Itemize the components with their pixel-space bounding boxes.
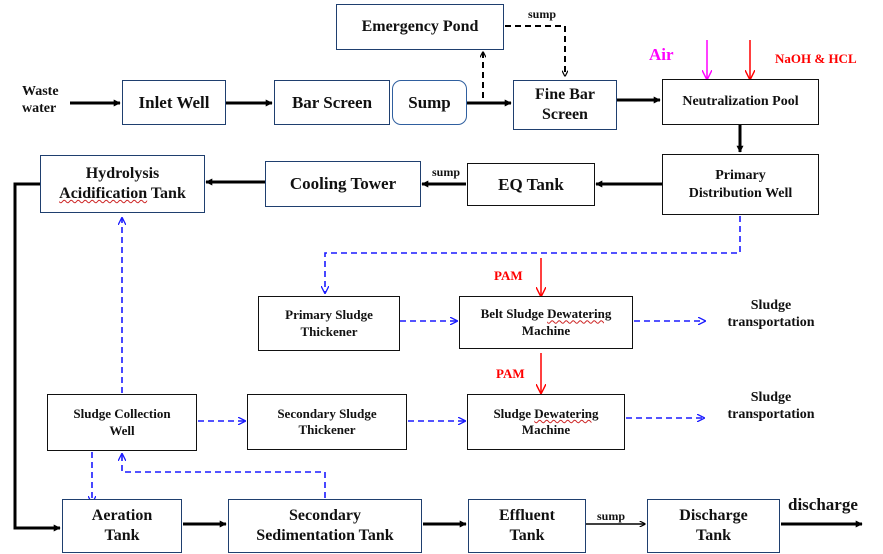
eq-tank-label: EQ Tank: [498, 174, 564, 194]
effluent-tank-box: Effluent Tank: [468, 499, 586, 553]
inlet-well-label: Inlet Well: [138, 92, 210, 112]
emergency-pond-label: Emergency Pond: [361, 18, 479, 35]
sludge-dewatering-line1-a: Sludge: [493, 405, 535, 421]
primary-sludge-thickener-line2: Thickener: [300, 323, 358, 339]
effluent-tank-line2: Tank: [509, 527, 545, 544]
pam-label-1: PAM: [494, 268, 523, 283]
sludge-collection-well-box: Sludge Collection Well: [47, 394, 197, 451]
sludge-transport-2-line1: Sludge: [750, 390, 792, 405]
arrow-hydrolysis-aeration: [13, 182, 61, 532]
secondary-sludge-thickener-box: Secondary Sludge Thickener: [247, 394, 407, 450]
bar-screen-box: Bar Screen: [274, 80, 390, 125]
waste-water-line1: Waste: [22, 84, 59, 99]
discharge-tank-line2: Tank: [696, 527, 731, 544]
cooling-tower-box: Cooling Tower: [265, 161, 421, 207]
primary-distribution-well-box: Primary Distribution Well: [662, 154, 819, 215]
sludge-dewatering-line2: Machine: [521, 422, 571, 437]
fine-bar-screen-line2: Screen: [542, 106, 588, 123]
hydrolysis-line2-a: Acidification: [59, 185, 148, 202]
hydrolysis-line1: Hydrolysis: [85, 165, 160, 182]
primary-distribution-line2: Distribution Well: [688, 185, 793, 201]
sludge-dewatering-machine-box: Sludge Dewatering Machine: [467, 394, 625, 450]
belt-dewatering-line1-b: Dewatering: [547, 306, 612, 322]
effluent-tank-line1: Effluent: [499, 507, 555, 524]
sludge-transport-2: Sludge transportation: [726, 390, 816, 424]
sludge-transport-1-line2: transportation: [727, 314, 815, 330]
sump-effluent-label: sump: [597, 509, 626, 523]
sludge-sedimentation-return: [122, 454, 326, 498]
primary-distribution-line1: Primary: [715, 168, 766, 183]
secondary-sedimentation-line2: Sedimentation Tank: [256, 527, 394, 544]
fine-bar-screen-box: Fine Bar Screen: [513, 80, 617, 130]
bar-screen-label: Bar Screen: [291, 92, 373, 112]
sump-label: Sump: [408, 92, 451, 112]
emergency-pond-box: Emergency Pond: [336, 4, 504, 50]
sludge-collection-line2: Well: [109, 422, 135, 438]
fine-bar-screen-line1: Fine Bar: [535, 86, 595, 103]
discharge-label: discharge: [788, 495, 858, 514]
sump-top-label: sump: [528, 7, 557, 21]
inlet-well-box: Inlet Well: [122, 80, 226, 125]
cooling-tower-label: Cooling Tower: [289, 174, 397, 194]
aeration-tank-line1: Aeration: [91, 507, 153, 524]
pam-label-2: PAM: [496, 366, 525, 381]
sludge-transport-1: Sludge transportation: [726, 298, 816, 332]
belt-dewatering-line2: Machine: [521, 322, 571, 338]
sludge-transport-2-line2: transportation: [727, 406, 815, 422]
waste-water-line2: water: [22, 100, 57, 116]
hydrolysis-tank-box: Hydrolysis Acidification Tank: [40, 155, 205, 213]
sludge-collection-line1: Sludge Collection: [73, 406, 171, 422]
primary-sludge-thickener-line1: Primary Sludge: [285, 307, 373, 323]
secondary-sludge-thickener-line1: Secondary Sludge: [277, 405, 377, 421]
hydrolysis-line2-b: Tank: [147, 185, 186, 202]
aeration-tank-box: Aeration Tank: [62, 499, 182, 553]
belt-dewatering-line1-a: Belt Sludge: [480, 306, 548, 322]
secondary-sludge-thickener-line2: Thickener: [298, 422, 356, 437]
discharge-tank-line1: Discharge: [679, 507, 748, 524]
sludge-dewatering-line1-b: Dewatering: [534, 405, 599, 421]
sludge-transport-1-line1: Sludge: [750, 298, 792, 313]
arrow-emergency-finebar: [505, 25, 565, 76]
sump-box: Sump: [392, 80, 467, 125]
eq-tank-box: EQ Tank: [467, 163, 595, 206]
secondary-sedimentation-tank-box: Secondary Sedimentation Tank: [228, 499, 422, 553]
belt-sludge-dewatering-box: Belt Sludge Dewatering Machine: [459, 296, 633, 349]
sump-eq-label: sump: [432, 165, 461, 179]
aeration-tank-line2: Tank: [104, 527, 140, 544]
discharge-tank-box: Discharge Tank: [647, 499, 780, 553]
neutralization-pool-label: Neutralization Pool: [682, 94, 799, 110]
primary-sludge-thickener-box: Primary Sludge Thickener: [258, 296, 400, 351]
naoh-hcl-label: NaOH & HCL: [775, 51, 857, 66]
waste-water-label: Waste water: [22, 84, 59, 118]
neutralization-pool-box: Neutralization Pool: [662, 79, 819, 125]
secondary-sedimentation-line1: Secondary: [289, 507, 361, 524]
air-label: Air: [649, 45, 674, 64]
sludge-distribution-thickener: [325, 216, 741, 293]
